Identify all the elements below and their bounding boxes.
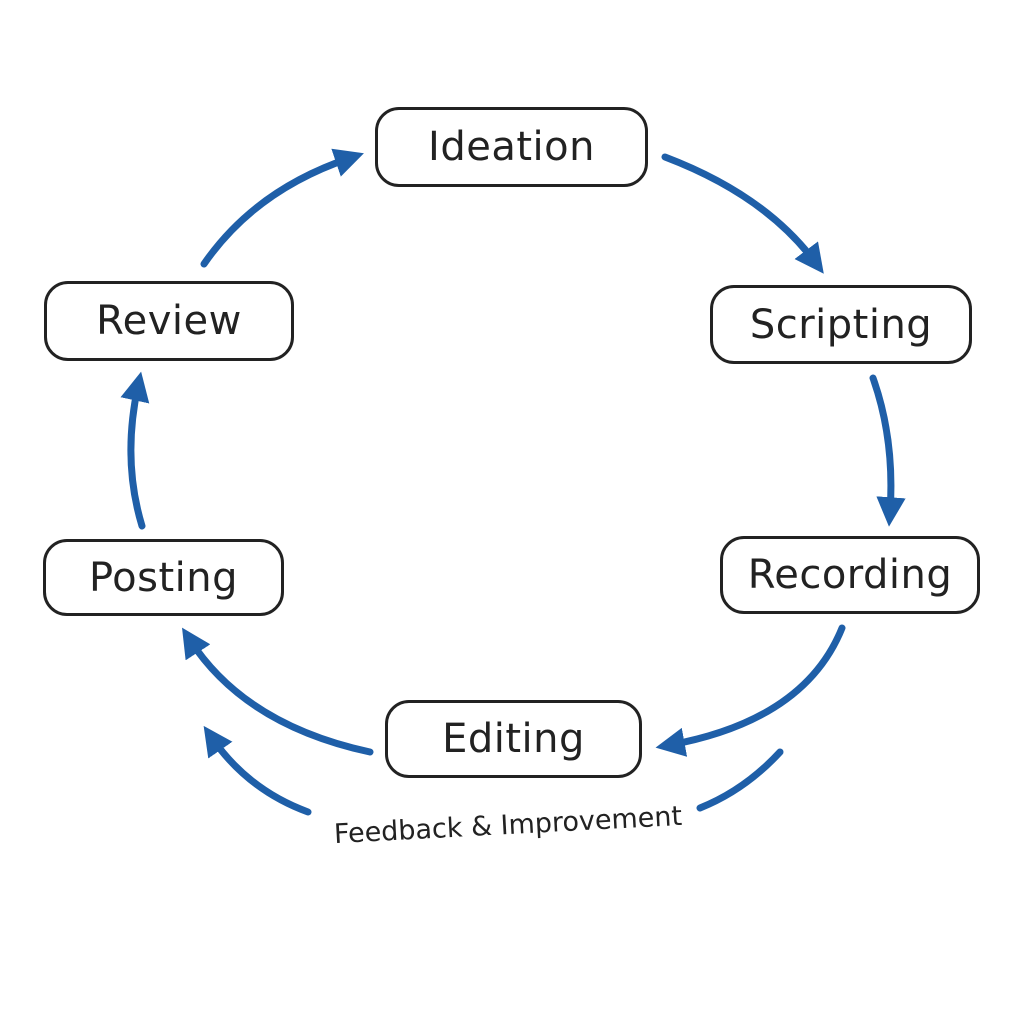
stage-editing: Editing	[385, 700, 642, 778]
stage-review-label: Review	[96, 298, 242, 344]
stage-scripting-label: Scripting	[749, 301, 933, 348]
arrow-recording-to-editing	[655, 624, 846, 757]
stage-recording: Recording	[720, 536, 980, 614]
stage-scripting: Scripting	[710, 285, 972, 364]
stage-editing-label: Editing	[442, 716, 585, 762]
arrow-review-to-ideation	[200, 148, 364, 268]
feedback-arc-left	[203, 725, 312, 816]
feedback-arc-right	[696, 748, 784, 812]
arrow-posting-to-review	[120, 371, 150, 530]
arrow-editing-to-posting	[182, 627, 374, 756]
stage-ideation: Ideation	[375, 107, 648, 187]
arrow-scripting-to-recording	[869, 374, 906, 527]
arrow-ideation-to-scripting	[661, 153, 824, 274]
stage-ideation-label: Ideation	[428, 124, 595, 170]
stage-review: Review	[44, 281, 294, 361]
stage-recording-label: Recording	[747, 552, 953, 598]
stage-posting: Posting	[43, 539, 284, 616]
stage-posting-label: Posting	[88, 554, 239, 601]
